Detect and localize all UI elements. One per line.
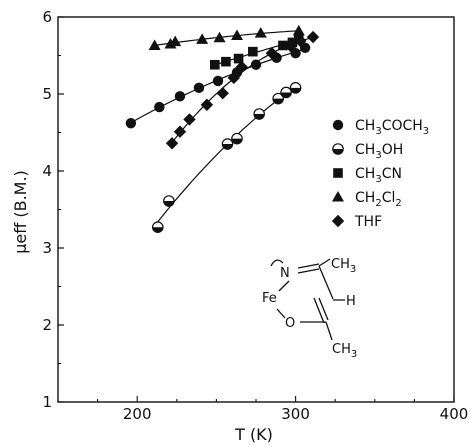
legend-marker (333, 168, 343, 178)
y-tick-label: 4 (42, 162, 52, 180)
legend-marker (332, 143, 344, 155)
data-point (250, 59, 262, 70)
data-point (230, 29, 243, 40)
data-point (221, 138, 234, 150)
plot-border (57, 16, 455, 403)
data-point (163, 195, 175, 207)
data-point (235, 60, 248, 74)
y-axis-title: μeff (B.M.) (11, 170, 30, 254)
data-point (289, 82, 302, 94)
data-point (148, 39, 161, 50)
y-tick-label: 3 (42, 239, 52, 257)
data-point (196, 33, 209, 44)
data-point (290, 47, 301, 59)
legend-label: CH3COCH3 (355, 118, 429, 137)
data-point (125, 118, 137, 129)
structure-ch3-bottom: CH3 (332, 342, 357, 360)
data-point (193, 82, 205, 94)
legend-marker (332, 119, 344, 131)
legend-label: CH3OH (355, 142, 403, 161)
structure-n: N (280, 266, 290, 281)
data-point (292, 24, 305, 36)
data-point (210, 59, 220, 70)
legend-marker (332, 191, 344, 202)
data-point (174, 91, 186, 102)
data-point (212, 75, 224, 87)
y-tick-label: 6 (42, 8, 52, 26)
data-point (272, 92, 284, 105)
data-point (213, 31, 226, 43)
data-point (294, 34, 307, 48)
structure-h: H (346, 294, 356, 309)
data-points (125, 24, 320, 234)
x-tick-label: 400 (440, 405, 469, 423)
data-point (278, 40, 288, 51)
data-point (248, 46, 258, 57)
y-tick-label: 5 (42, 85, 52, 103)
data-point (254, 27, 267, 38)
plot-frame (57, 16, 455, 403)
structure-bonds (270, 258, 345, 341)
data-point (265, 46, 279, 60)
data-point (154, 101, 165, 113)
x-tick-label: 200 (123, 405, 152, 423)
structure-o: O (285, 316, 295, 331)
legend-label: CH3CN (355, 166, 402, 185)
structure-fe: Fe (262, 291, 277, 306)
y-tick-label: 1 (42, 393, 52, 411)
data-point (231, 132, 243, 145)
structure-ch3-top: CH3 (331, 257, 356, 275)
data-point (183, 113, 196, 126)
data-point (165, 137, 179, 150)
data-point (306, 30, 320, 44)
data-point (151, 221, 164, 234)
legend-marker (331, 214, 345, 228)
x-axis-title: T (K) (234, 425, 273, 444)
data-point (284, 40, 298, 53)
fe-complex-structure: N Fe O H CH3 CH3 (262, 257, 357, 360)
x-tick-label: 300 (281, 405, 310, 423)
data-point (173, 125, 187, 138)
axis-ticks: 1 2 3 4 5 6 200 300 400 (42, 8, 468, 423)
legend-label: CH2Cl2 (355, 190, 402, 209)
data-point (200, 98, 214, 111)
legend-label: THF (354, 214, 382, 230)
data-point (233, 53, 244, 64)
data-point (216, 87, 229, 100)
data-point (280, 86, 292, 99)
data-point (299, 42, 311, 53)
data-point (169, 35, 182, 47)
data-point (227, 71, 241, 85)
y-tick-label: 2 (42, 316, 52, 334)
data-point (253, 108, 265, 120)
data-point (221, 56, 231, 67)
fit-curve (157, 86, 296, 223)
